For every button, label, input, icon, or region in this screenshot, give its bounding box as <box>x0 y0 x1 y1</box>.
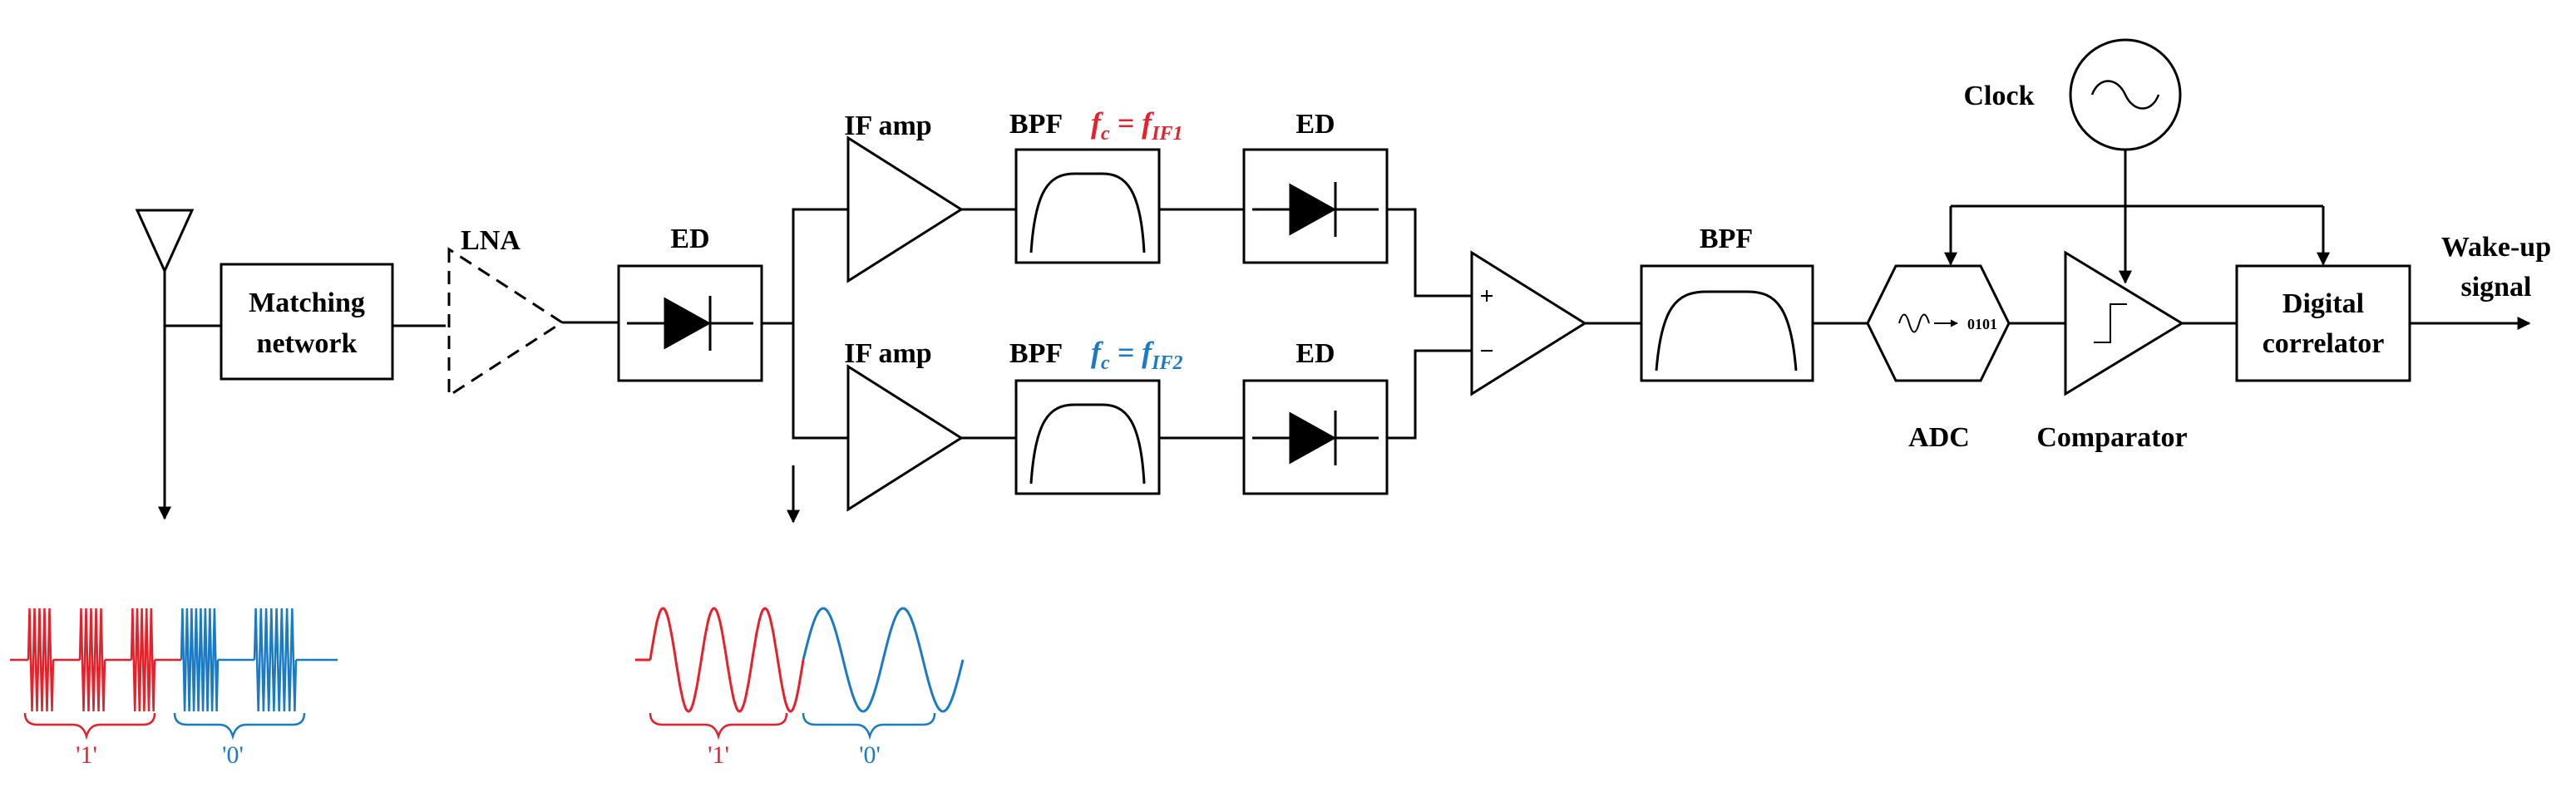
bpf-top-label: BPF <box>1009 109 1063 140</box>
digital-correlator-block <box>2235 264 2411 382</box>
matching-network-block <box>220 263 394 381</box>
ook-burst <box>78 608 106 712</box>
diode-icon <box>627 296 753 351</box>
bpf-main-label: BPF <box>1700 224 1753 254</box>
if-amp-top-label: IF amp <box>844 111 931 141</box>
bpf-top-block <box>1014 148 1161 264</box>
fc-top-formula: fc = fIF1 <box>1091 106 1183 145</box>
wire-split-top <box>792 208 848 323</box>
if-amp-top-triangle <box>846 135 964 283</box>
ook-waveform <box>10 608 338 712</box>
brace-fsk-zero <box>802 712 936 740</box>
ed-top-block <box>1242 148 1389 264</box>
clock-label: Clock <box>1964 81 2035 111</box>
comparator-triangle <box>2064 250 2184 396</box>
adc-label: ADC <box>1908 422 1970 453</box>
plus-sign: + <box>1479 283 1493 310</box>
fsk-segment-one <box>649 607 805 713</box>
digital-correlator-label-1: Digital <box>2282 288 2364 319</box>
bpf-response-icon <box>1655 290 1798 371</box>
ed-top-label: ED <box>1295 109 1335 140</box>
ook-burst <box>180 608 220 712</box>
lna-triangle <box>447 247 565 398</box>
fsk-one-label: '1' <box>708 741 729 769</box>
minus-sign: − <box>1479 337 1493 365</box>
ook-one-label: '1' <box>76 741 97 769</box>
matching-network-label-2: network <box>257 328 358 359</box>
brace-fsk-one <box>649 712 788 740</box>
wire-ed-top-to-sum <box>1387 208 1472 298</box>
wire-split-bottom <box>792 323 848 440</box>
sine-icon <box>2090 80 2160 110</box>
hysteresis-icon <box>2094 303 2127 343</box>
matching-network-label-1: Matching <box>249 288 365 318</box>
digital-correlator-label-2: correlator <box>2263 328 2385 359</box>
bpf-response-icon <box>1029 403 1146 485</box>
ook-zero-label: '0' <box>222 741 244 769</box>
ed-bottom-label: ED <box>1295 338 1335 369</box>
ook-burst <box>130 608 156 712</box>
ed-main-label: ED <box>670 224 709 254</box>
bpf-response-icon <box>1029 172 1146 253</box>
if-amp-bottom-triangle <box>846 364 964 512</box>
fsk-waveform <box>635 607 965 713</box>
fc-bottom-formula: fc = fIF2 <box>1091 336 1183 374</box>
diode-icon <box>1252 182 1379 237</box>
lna-label: LNA <box>461 225 521 256</box>
ook-burst <box>253 608 298 712</box>
brace-ook-zero <box>173 712 306 740</box>
antenna-icon <box>135 209 195 326</box>
fsk-segment-zero <box>802 607 965 713</box>
brace-ook-one <box>23 712 156 740</box>
diode-icon <box>1252 411 1379 465</box>
adc-bits: 0101 <box>1967 316 1997 332</box>
wakeup-label-2: signal <box>2460 272 2531 303</box>
comparator-label: Comparator <box>2036 422 2187 453</box>
ook-burst <box>27 608 55 712</box>
bpf-bottom-label: BPF <box>1009 338 1063 369</box>
wire-ed-bottom-to-sum <box>1387 349 1472 440</box>
differential-amp-triangle <box>1470 250 1587 396</box>
wakeup-label-1: Wake-up <box>2441 232 2551 263</box>
fsk-zero-label: '0' <box>859 741 881 769</box>
if-amp-bottom-label: IF amp <box>844 338 931 369</box>
sine-icon <box>1898 313 1930 333</box>
